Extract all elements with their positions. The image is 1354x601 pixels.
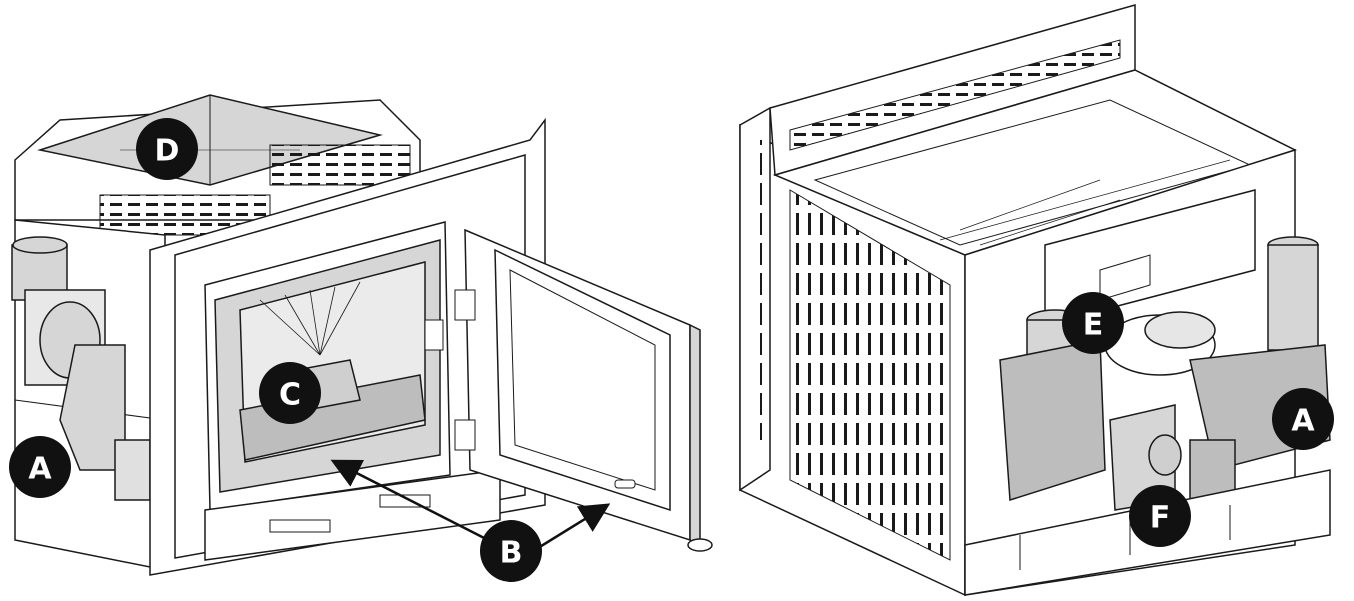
badge-left-B-text: B [500, 536, 523, 571]
door-hinge [454, 289, 476, 321]
arrow-to-door [537, 503, 611, 550]
exhaust-elbow [59, 344, 126, 471]
air-intake-box [999, 339, 1106, 502]
left-stove-front-view [11, 94, 713, 576]
badge-right-E: E [1062, 292, 1124, 354]
badge-right-F: F [1129, 485, 1191, 547]
badge-left-A-text: A [28, 452, 52, 487]
badge-left-C: C [259, 362, 321, 424]
right-flue-pipe [1267, 244, 1319, 351]
label-badges: D C A B E A F [9, 118, 1334, 582]
badge-right-A-text: A [1291, 404, 1315, 439]
burn-pot [239, 374, 426, 461]
badge-left-C-text: C [279, 378, 301, 413]
badge-left-D: D [136, 118, 198, 180]
badge-right-F-text: F [1150, 501, 1171, 536]
arrow-to-burn-pot [330, 459, 493, 544]
badge-left-A: A [9, 436, 71, 498]
bottom-panel [204, 469, 501, 561]
badge-right-E-text: E [1083, 308, 1104, 343]
door-glass [509, 269, 656, 491]
badge-left-D-text: D [155, 134, 180, 169]
badge-right-A: A [1272, 388, 1334, 450]
b-arrows [330, 459, 611, 550]
right-stove-rear-view [739, 4, 1331, 597]
badge-left-B: B [480, 520, 542, 582]
